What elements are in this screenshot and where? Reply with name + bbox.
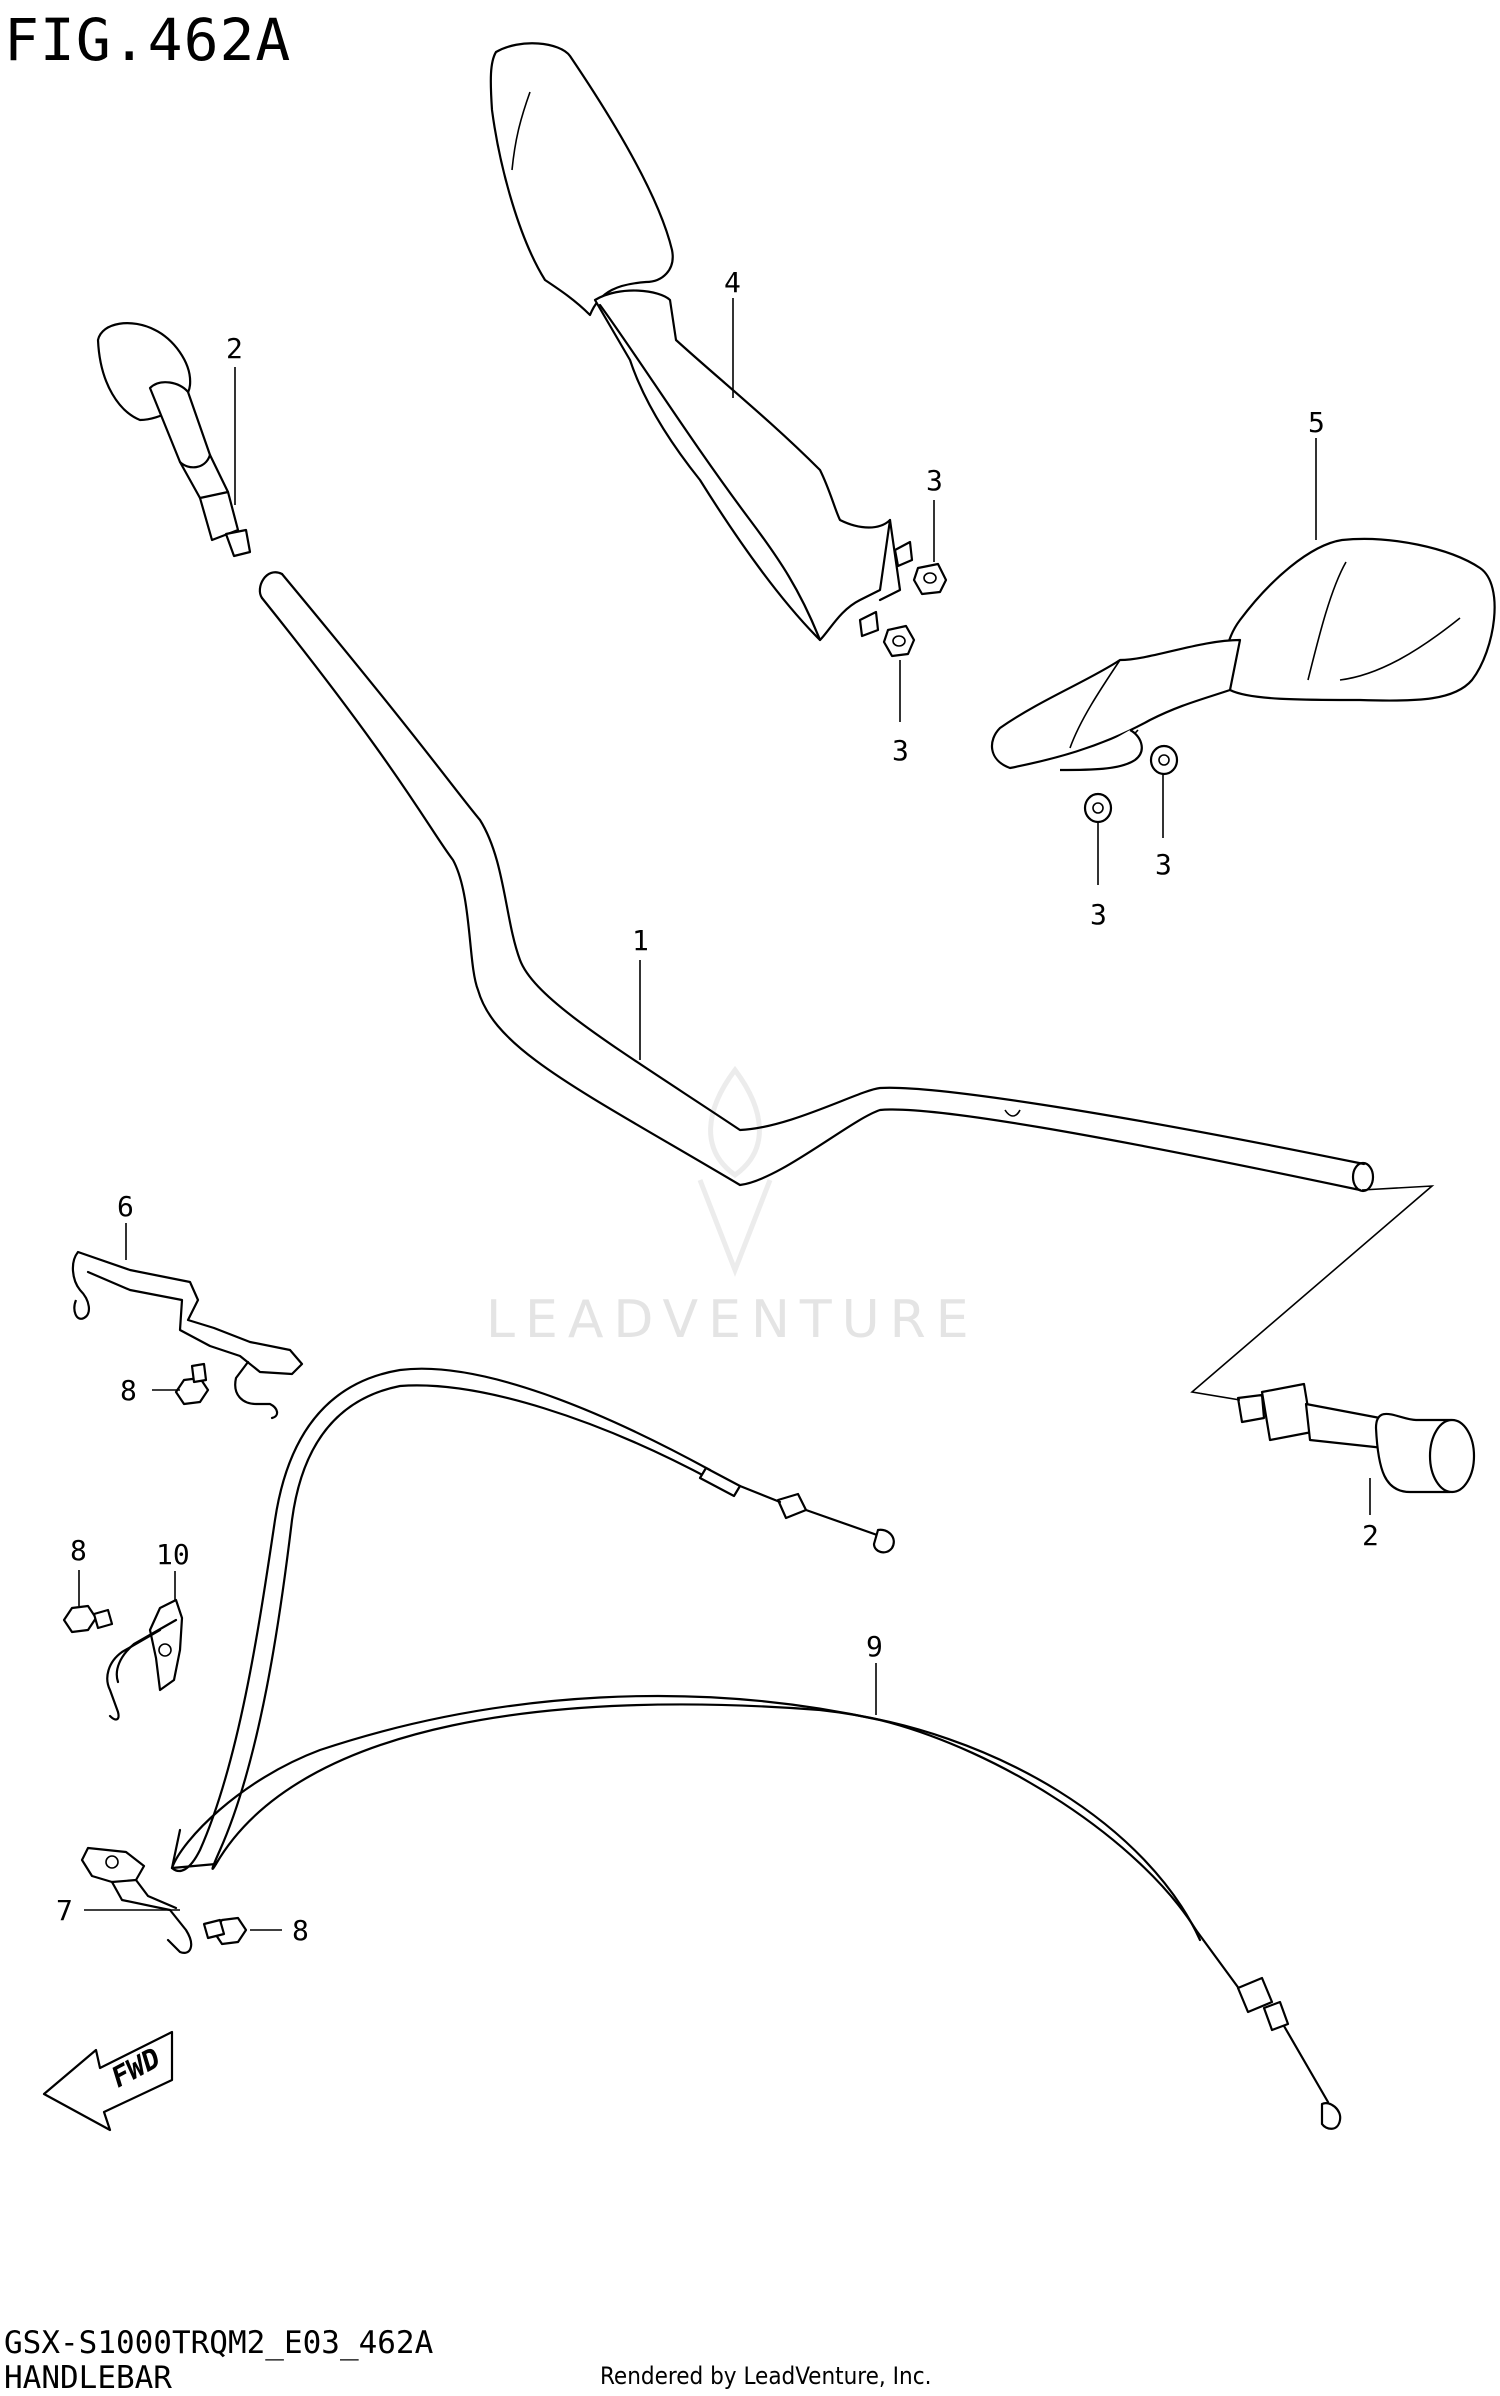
callout-9: 9 bbox=[866, 1630, 883, 1663]
section-name: HANDLEBAR bbox=[4, 2360, 172, 2396]
forward-direction-arrow: FWD bbox=[42, 2030, 174, 2132]
nut-part-3-b bbox=[882, 624, 916, 658]
callout-3-a: 3 bbox=[926, 464, 943, 497]
leader-lines bbox=[78, 298, 1371, 1931]
callout-8-a: 8 bbox=[120, 1374, 137, 1407]
watermark-logo bbox=[697, 1065, 773, 1277]
bracket-part-7 bbox=[80, 1846, 193, 1954]
washer-part-3-c bbox=[1149, 744, 1179, 776]
callout-4: 4 bbox=[724, 266, 741, 299]
bracket-part-6 bbox=[71, 1250, 304, 1420]
callout-3-b: 3 bbox=[892, 734, 909, 767]
callout-7: 7 bbox=[56, 1894, 73, 1927]
render-credit: Rendered by LeadVenture, Inc. bbox=[600, 2362, 932, 2390]
callout-2-right: 2 bbox=[1362, 1519, 1379, 1552]
mirror-left-part-4 bbox=[489, 42, 914, 642]
callout-8-c: 8 bbox=[292, 1914, 309, 1947]
model-code: GSX-S1000TRQM2_E03_462A bbox=[4, 2325, 434, 2361]
cable-part-9 bbox=[170, 1367, 1342, 2130]
callout-5: 5 bbox=[1308, 406, 1325, 439]
callout-3-c: 3 bbox=[1155, 848, 1172, 881]
watermark-text: LEADVENTURE bbox=[486, 1290, 979, 1350]
washer-part-3-d bbox=[1083, 792, 1113, 824]
callout-6: 6 bbox=[117, 1190, 134, 1223]
callout-10: 10 bbox=[156, 1538, 190, 1571]
bracket-part-10 bbox=[106, 1598, 184, 1721]
callout-labels: 1 2 2 3 3 3 3 4 5 6 7 8 8 8 9 10 bbox=[56, 266, 1379, 1947]
bolt-part-8-a bbox=[174, 1362, 210, 1406]
callout-3-d: 3 bbox=[1090, 898, 1107, 931]
callout-2-left: 2 bbox=[226, 332, 243, 365]
bar-end-weight-right-part-2 bbox=[1236, 1382, 1476, 1494]
callout-8-b: 8 bbox=[70, 1534, 87, 1567]
handlebar-part-1 bbox=[258, 571, 1375, 1193]
mirror-right-part-5 bbox=[990, 537, 1496, 772]
callout-1: 1 bbox=[632, 924, 649, 957]
nut-part-3-a bbox=[912, 562, 948, 596]
figure-title: FIG.462A bbox=[4, 6, 292, 74]
bolt-part-8-c bbox=[202, 1916, 248, 1946]
bar-end-weight-left-part-2 bbox=[96, 322, 252, 558]
reference-leader-line bbox=[1190, 1185, 1435, 1401]
bolt-part-8-b bbox=[62, 1604, 114, 1634]
